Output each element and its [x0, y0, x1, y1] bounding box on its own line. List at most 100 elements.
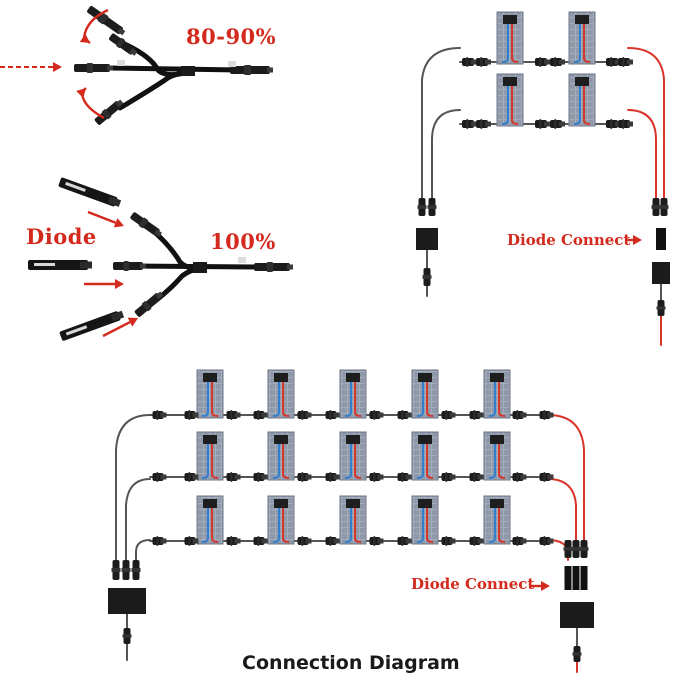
solar-panel-icon — [496, 73, 524, 127]
solar-panel-icon — [483, 369, 511, 419]
y-branch-connector-icon — [416, 228, 438, 250]
y-branch-connector-icon — [181, 66, 195, 76]
solar-panel-icon — [196, 431, 224, 481]
diagram-caption: Connection Diagram — [242, 652, 460, 674]
mc4-connector-icon — [134, 291, 164, 317]
solar-panel-icon — [339, 495, 367, 545]
mc4-connector-icon — [184, 536, 199, 546]
mc4-connector-icon — [130, 212, 162, 237]
mc4-connector-icon — [109, 33, 138, 56]
mc4-connector-icon — [539, 536, 554, 546]
mc4-connector-icon — [476, 57, 491, 67]
solar-panel-icon — [411, 431, 439, 481]
mc4-connector-icon — [512, 410, 527, 420]
mc4-connector-icon — [226, 536, 241, 546]
solar-panel-icon — [483, 495, 511, 545]
solar-panel-icon — [568, 11, 596, 65]
arrow-right-icon — [530, 581, 550, 591]
mc4-connector-icon — [297, 410, 312, 420]
diode-connector-icon — [580, 566, 588, 590]
solar-panel-icon — [483, 431, 511, 481]
label-tag — [238, 257, 246, 263]
mc4-connector-icon — [417, 198, 427, 216]
solar-panel-icon — [196, 495, 224, 545]
solar-panel-icon — [339, 369, 367, 419]
mc4-connector-icon — [618, 119, 633, 129]
mc4-connector-icon — [253, 472, 268, 482]
solar-panel-icon — [411, 369, 439, 419]
mc4-connector-icon — [563, 540, 573, 558]
diode-connector-icon — [58, 177, 122, 207]
diode-label: Diode — [26, 224, 97, 249]
mc4-connector-icon — [397, 472, 412, 482]
solar-panel-icon — [267, 495, 295, 545]
diode-connector-icon — [28, 260, 92, 270]
mc4-connector-icon — [512, 472, 527, 482]
mc4-connector-icon — [113, 261, 146, 271]
mc4-connector-icon — [94, 99, 124, 125]
mc4-connector-icon — [325, 472, 340, 482]
mc4-connector-icon — [297, 472, 312, 482]
mc4-connector-icon — [184, 472, 199, 482]
mc4-connector-icon — [397, 410, 412, 420]
arrow-right-icon — [625, 235, 642, 245]
mc4-connector-icon — [397, 536, 412, 546]
mc4-connector-icon — [572, 646, 582, 662]
solar-panel-icon — [267, 369, 295, 419]
mc4-connector-icon — [74, 63, 113, 73]
mc4-connector-icon — [253, 536, 268, 546]
mc4-connector-icon — [253, 410, 268, 420]
mc4-connector-icon — [462, 119, 477, 129]
mc4-connector-icon — [297, 536, 312, 546]
y-branch-connector-icon — [652, 262, 670, 284]
solar-panel-icon — [411, 495, 439, 545]
mc4-connector-icon — [152, 472, 167, 482]
solar-panel-icon — [267, 431, 295, 481]
mc4-connector-icon — [539, 410, 554, 420]
y-branch-connector-icon — [560, 602, 594, 628]
mc4-connector-icon — [469, 536, 484, 546]
solar-panel-icon — [496, 11, 524, 65]
label-tag — [117, 60, 125, 66]
mc4-connector-icon — [226, 410, 241, 420]
mc4-connector-icon — [369, 472, 384, 482]
solar-panel-icon — [339, 431, 367, 481]
label-tag — [228, 61, 236, 67]
mc4-connector-icon — [656, 300, 666, 316]
mc4-connector-icon — [441, 472, 456, 482]
mc4-connector-icon — [369, 536, 384, 546]
diode-connector-icon — [656, 228, 666, 250]
diode-connector-icon — [572, 566, 580, 590]
mc4-connector-icon — [422, 268, 432, 286]
mc4-connector-icon — [121, 560, 131, 580]
mc4-connector-icon — [571, 540, 581, 558]
mc4-connector-icon — [441, 536, 456, 546]
arrow-right-icon — [84, 279, 124, 289]
mc4-connector-icon — [618, 57, 633, 67]
mc4-connector-icon — [325, 536, 340, 546]
y-branch-connector-icon — [108, 588, 146, 614]
diode-connect-label-upper: Diode Connect — [507, 231, 631, 249]
y-branch-connector-icon — [193, 262, 207, 273]
efficiency-100-label: 100% — [210, 229, 276, 254]
mc4-connector-icon — [131, 560, 141, 580]
input-arrow-icon — [0, 62, 62, 72]
mc4-connector-icon — [427, 198, 437, 216]
mc4-connector-icon — [152, 536, 167, 546]
mc4-connector-icon — [579, 540, 589, 558]
mc4-connector-icon — [122, 628, 132, 644]
mc4-connector-icon — [469, 472, 484, 482]
mc4-connector-icon — [325, 410, 340, 420]
efficiency-80-90-label: 80-90% — [186, 24, 277, 49]
mc4-connector-icon — [111, 560, 121, 580]
arrow-right-icon — [102, 317, 138, 338]
solar-panel-icon — [196, 369, 224, 419]
mc4-connector-icon — [535, 119, 550, 129]
mc4-connector-icon — [651, 198, 661, 216]
mc4-connector-icon — [254, 262, 293, 272]
diode-connect-label-lower: Diode Connect — [411, 575, 535, 593]
mc4-connector-icon — [441, 410, 456, 420]
mc4-connector-icon — [184, 410, 199, 420]
